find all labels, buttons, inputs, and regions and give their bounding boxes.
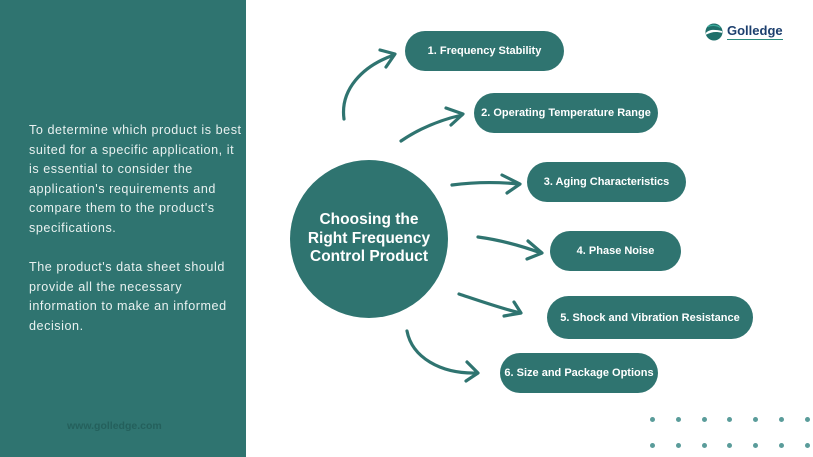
curved-arrow-icon: [476, 235, 543, 255]
arrow-head-icon: [444, 106, 465, 127]
curved-arrow-icon: [399, 113, 464, 143]
item-size-package-options: 6. Size and Package Options: [500, 353, 658, 393]
arrow-head-icon: [378, 48, 397, 69]
decorative-dot: [727, 443, 733, 448]
curved-arrow-icon: [341, 53, 396, 121]
decorative-dot: [779, 417, 784, 422]
decorative-dot: [675, 417, 681, 422]
arrow-to-item-6: [405, 329, 480, 383]
item-aging-characteristics: 3. Aging Characteristics: [527, 162, 686, 202]
item-operating-temperature-range: 2. Operating Temperature Range: [474, 93, 658, 133]
decorative-dot: [675, 443, 681, 448]
arrow-head-icon: [502, 300, 523, 318]
center-topic: Choosing the Right Frequency Control Pro…: [290, 160, 448, 318]
decorative-dot: [753, 443, 759, 448]
decorative-dot: [650, 443, 655, 448]
decorative-dot: [804, 417, 810, 422]
center-title: Choosing the Right Frequency Control Pro…: [307, 211, 431, 266]
curved-arrow-icon: [450, 181, 521, 187]
curved-arrow-icon: [457, 292, 522, 315]
arrow-head-icon: [525, 239, 544, 261]
item-phase-noise: 4. Phase Noise: [550, 231, 681, 271]
curved-arrow-icon: [405, 329, 479, 375]
decorative-dot: [701, 443, 707, 448]
golledge-globe-icon: [705, 23, 723, 41]
arrow-to-item-5: [457, 292, 523, 318]
decorative-dot: [701, 417, 707, 422]
arrow-to-item-3: [450, 173, 522, 195]
arrow-head-icon: [464, 360, 480, 383]
brand-name: Golledge: [727, 23, 783, 40]
arrow-head-icon: [500, 173, 522, 195]
arrow-to-item-2: [399, 106, 465, 143]
decorative-dot: [753, 417, 759, 422]
item-frequency-stability: 1. Frequency Stability: [405, 31, 564, 71]
decorative-dot: [727, 417, 733, 422]
brand-logo: Golledge: [705, 20, 783, 44]
arrow-to-item-1: [341, 48, 397, 121]
left-panel: To determine which product is best suite…: [0, 0, 246, 457]
decorative-dot: [650, 417, 655, 422]
arrow-to-item-4: [476, 235, 544, 261]
website-link[interactable]: www.golledge.com: [67, 420, 162, 432]
intro-paragraph-1: To determine which product is best suite…: [29, 123, 242, 235]
item-shock-vibration-resistance: 5. Shock and Vibration Resistance: [547, 296, 753, 339]
decorative-dot: [804, 443, 810, 448]
decorative-dot-grid: [646, 414, 813, 454]
intro-paragraph-2: The product's data sheet should provide …: [29, 260, 227, 333]
decorative-dot: [779, 443, 784, 448]
intro-text: To determine which product is best suite…: [29, 121, 244, 337]
